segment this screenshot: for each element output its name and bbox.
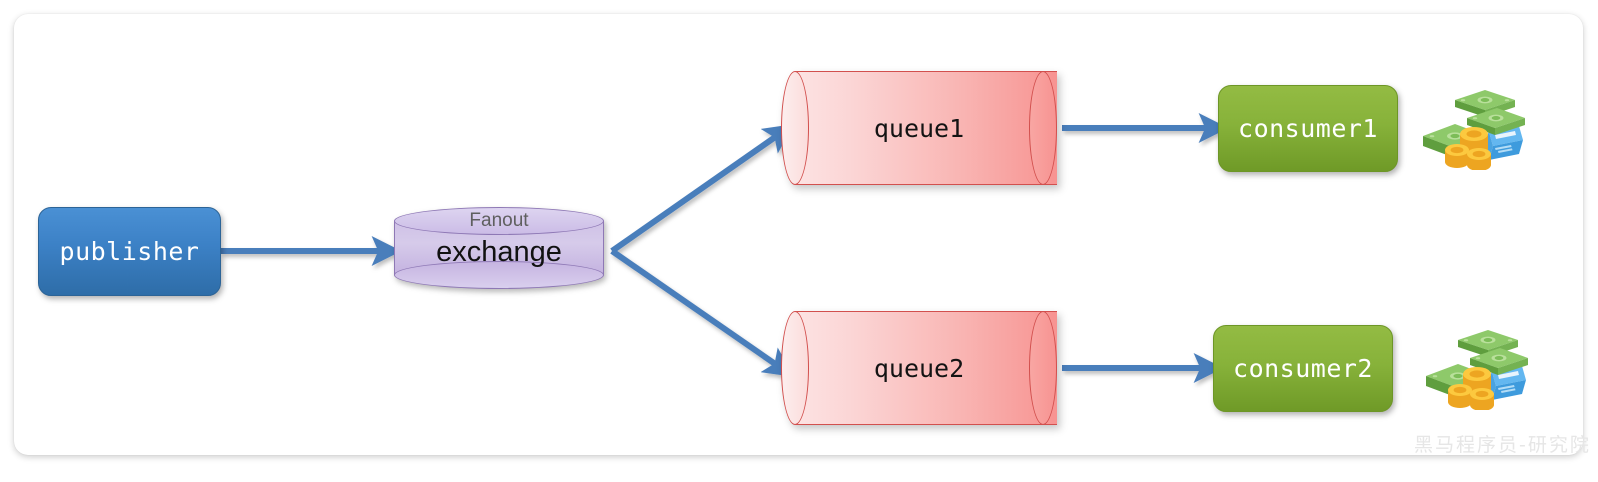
publisher-label: publisher bbox=[59, 237, 200, 266]
queue2-cylinder-right-cap bbox=[1029, 311, 1057, 425]
node-consumer2[interactable]: consumer2 bbox=[1213, 325, 1393, 412]
exchange-cylinder-bottom bbox=[394, 261, 604, 289]
node-consumer1[interactable]: consumer1 bbox=[1218, 85, 1398, 172]
exchange-cylinder-top bbox=[394, 207, 604, 235]
node-publisher[interactable]: publisher bbox=[38, 207, 221, 296]
queue2-cylinder-body bbox=[795, 311, 1057, 425]
money-cash-icon bbox=[1418, 328, 1528, 411]
queue1-label: queue1 bbox=[873, 113, 965, 143]
queue2-label: queue2 bbox=[873, 353, 965, 383]
node-exchange[interactable]: Fanout exchange bbox=[394, 207, 604, 289]
queue1-cylinder-body bbox=[795, 71, 1057, 185]
money-cash-icon bbox=[1415, 88, 1525, 171]
consumer1-label: consumer1 bbox=[1238, 114, 1378, 143]
exchange-sublabel: Fanout bbox=[469, 210, 529, 231]
queue1-cylinder-right-cap bbox=[1029, 71, 1057, 185]
consumer2-label: consumer2 bbox=[1233, 354, 1373, 383]
node-queue2[interactable]: queue2 bbox=[781, 311, 1057, 425]
queue2-cylinder-left-cap bbox=[781, 311, 809, 425]
node-queue1[interactable]: queue1 bbox=[781, 71, 1057, 185]
queue1-cylinder-left-cap bbox=[781, 71, 809, 185]
watermark-text: 黑马程序员-研究院 bbox=[1414, 434, 1591, 456]
exchange-label: exchange bbox=[436, 236, 562, 268]
